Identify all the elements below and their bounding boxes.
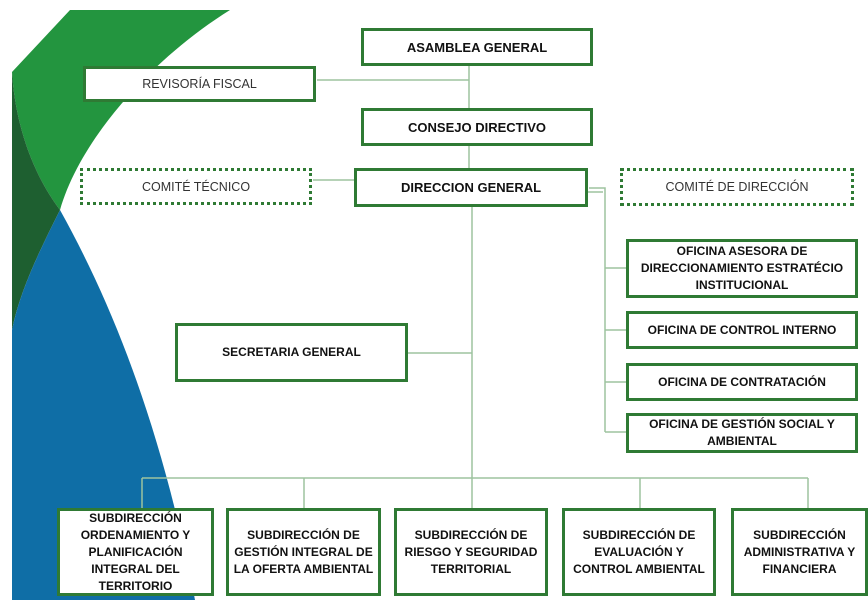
consejo-directivo-box: CONSEJO DIRECTIVO — [361, 108, 593, 146]
secretaria-general-box: SECRETARIA GENERAL — [175, 323, 408, 382]
subdireccion-ordenamiento-box: SUBDIRECCIÓN ORDENAMIENTO Y PLANIFICACIÓ… — [57, 508, 214, 596]
subdireccion-oferta-ambiental-box: SUBDIRECCIÓN DE GESTIÓN INTEGRAL DE LA O… — [226, 508, 381, 596]
oficina-control-interno-box: OFICINA DE CONTROL INTERNO — [626, 311, 858, 349]
dark-green-band — [12, 72, 60, 330]
comite-direccion-box: COMITÉ DE DIRECCIÓN — [620, 168, 854, 206]
asamblea-general-box: ASAMBLEA GENERAL — [361, 28, 593, 66]
comite-tecnico-box: COMITÉ TÉCNICO — [80, 168, 312, 205]
direccion-general-box: DIRECCION GENERAL — [354, 168, 588, 207]
subdireccion-riesgo-box: SUBDIRECCIÓN DE RIESGO Y SEGURIDAD TERRI… — [394, 508, 548, 596]
subdireccion-evaluacion-box: SUBDIRECCIÓN DE EVALUACIÓN Y CONTROL AMB… — [562, 508, 716, 596]
light-green-band — [12, 10, 230, 210]
blue-band — [12, 210, 195, 600]
subdireccion-administrativa-box: SUBDIRECCIÓN ADMINISTRATIVA Y FINANCIERA — [731, 508, 868, 596]
oficina-gestion-social-box: OFICINA DE GESTIÓN SOCIAL Y AMBIENTAL — [626, 413, 858, 453]
revisoria-fiscal-box: REVISORÍA FISCAL — [83, 66, 316, 102]
oficina-asesora-box: OFICINA ASESORA DE DIRECCIONAMIENTO ESTR… — [626, 239, 858, 298]
oficina-contratacion-box: OFICINA DE CONTRATACIÓN — [626, 363, 858, 401]
